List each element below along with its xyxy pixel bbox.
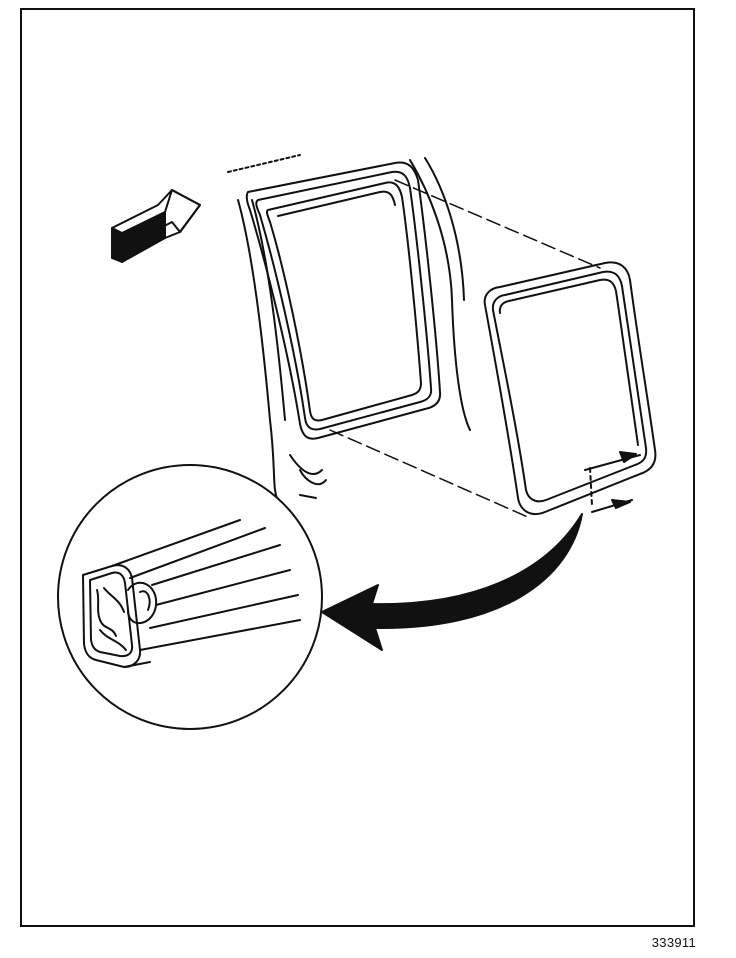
vehicle-body-panel bbox=[227, 154, 471, 501]
projection-lines bbox=[329, 179, 601, 519]
body-window-opening bbox=[245, 161, 442, 440]
seal-detail-circle bbox=[57, 464, 323, 730]
view-direction-arrow-icon bbox=[111, 189, 201, 263]
window-glass-with-seal bbox=[483, 261, 657, 516]
weatherstrip-cross-section bbox=[82, 519, 301, 668]
detail-callout-arrow-icon bbox=[321, 513, 583, 651]
figure-number: 333911 bbox=[651, 935, 696, 950]
diagram-frame bbox=[20, 8, 695, 927]
